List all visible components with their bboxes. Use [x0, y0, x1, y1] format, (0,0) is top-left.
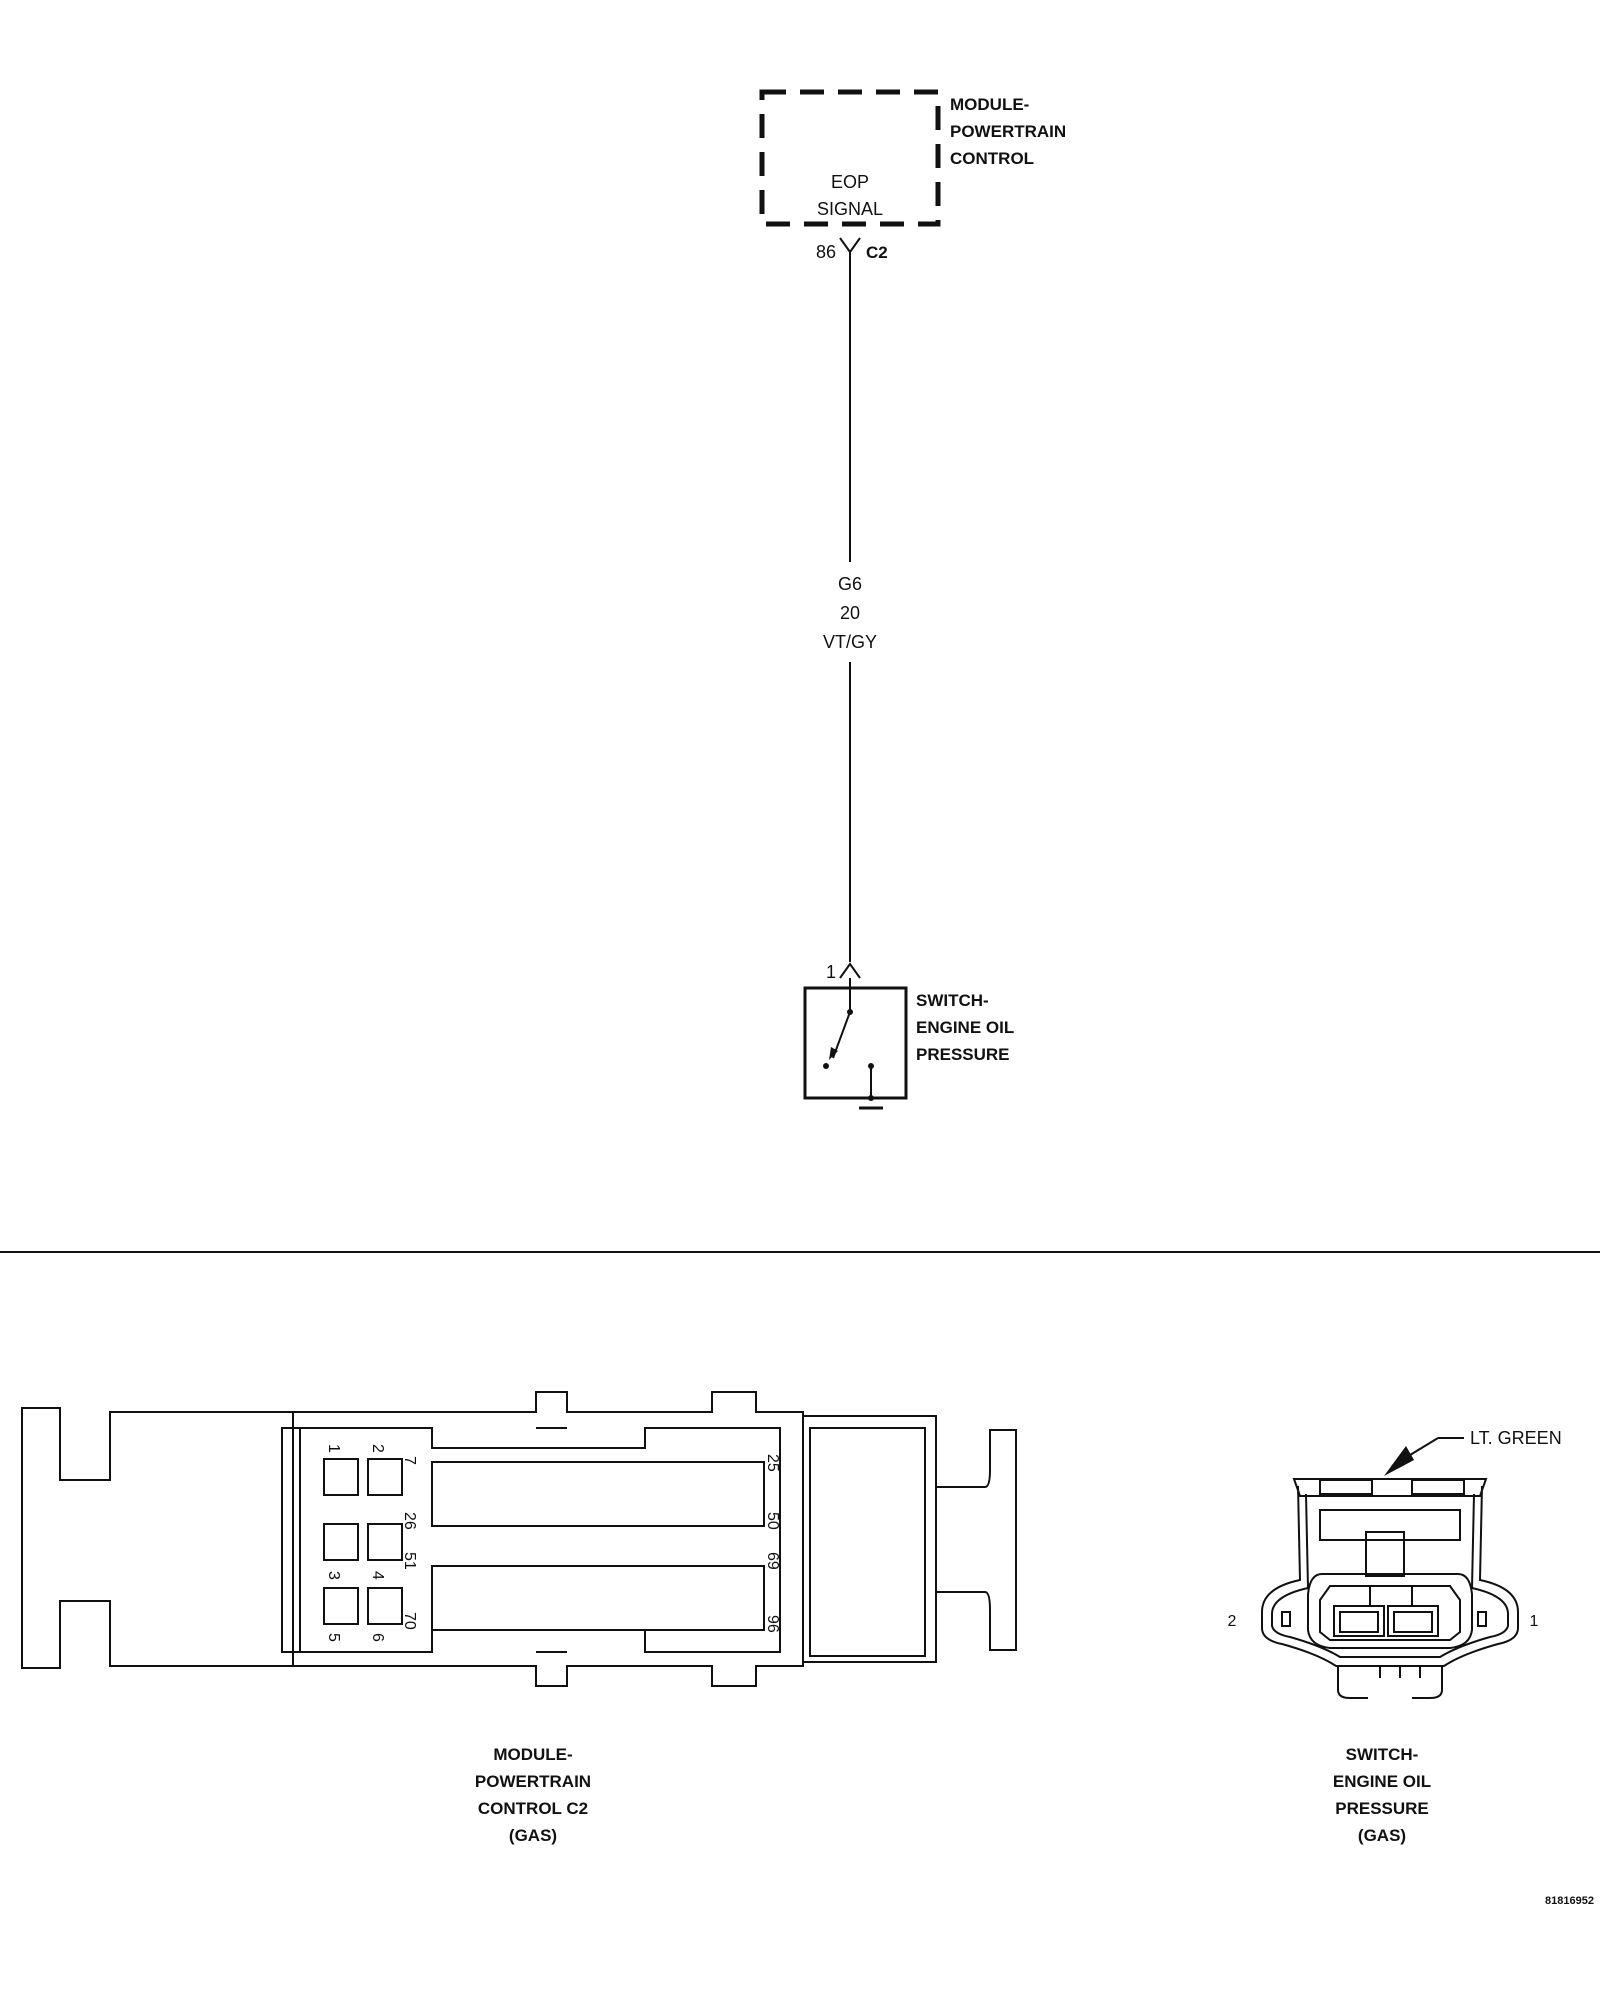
- oil-switch-terminal-1-inner: [1393, 1611, 1433, 1633]
- switch-blade-arrow: [829, 1047, 838, 1060]
- oil-switch-outer-body-inner: [1271, 1493, 1509, 1658]
- oil-switch-top-window-1: [1319, 1479, 1373, 1495]
- switch-contact-left: [823, 1063, 829, 1069]
- switch-ground-splice: [868, 1095, 874, 1101]
- pcm-connector-id: C2: [866, 243, 888, 262]
- oil-switch-connector-view: [1261, 1437, 1519, 1699]
- pcm-c2-connector-view: [21, 1391, 1017, 1687]
- cavity-label-2: 2: [369, 1444, 386, 1453]
- pcm-c2-cavity-frame: [281, 1427, 781, 1653]
- oil-switch-caption-line-2: ENGINE OIL: [1333, 1772, 1431, 1791]
- oil-switch-cavity-housing: [1319, 1585, 1461, 1641]
- pcm-c2-cavity-5: [323, 1587, 359, 1625]
- cavity-label-26: 26: [401, 1512, 418, 1530]
- figure-number: 81816952: [1545, 1895, 1594, 1907]
- oil-switch-top-window-2: [1411, 1479, 1465, 1495]
- pcm-c2-cavity-6: [367, 1587, 403, 1625]
- pcm-c2-cavity-block-lower: [431, 1565, 765, 1631]
- switch-name-line-1: SWITCH-: [916, 991, 989, 1010]
- pcm-function-line-1: EOP: [831, 172, 869, 192]
- cavity-label-6: 6: [369, 1633, 386, 1642]
- oil-switch-pin-right-label: 1: [1530, 1613, 1539, 1630]
- switch-connector-terminal: [839, 962, 861, 979]
- pcm-c2-frame-edge: [281, 1427, 301, 1653]
- cavity-label-3: 3: [325, 1571, 342, 1580]
- switch-name-line-2: ENGINE OIL: [916, 1018, 1014, 1037]
- oil-switch-left-clip: [1281, 1611, 1291, 1627]
- oil-switch-caption-line-4: (GAS): [1358, 1826, 1406, 1845]
- pcm-c2-right-latch: [936, 1429, 1017, 1651]
- pcm-function-line-2: SIGNAL: [817, 199, 883, 219]
- oil-switch-lock-ramp: [1365, 1531, 1405, 1577]
- pcm-c2-caption-line-3: CONTROL C2: [478, 1799, 588, 1818]
- switch-name-line-3: PRESSURE: [916, 1045, 1010, 1064]
- wire-gauge-label: 20: [840, 603, 860, 623]
- oil-switch-bottom-foot-right: [1412, 1666, 1443, 1699]
- oil-switch-terminal-2: [1333, 1605, 1385, 1637]
- wire-circuit-label: G6: [838, 574, 862, 594]
- cavity-label-51: 51: [401, 1552, 418, 1570]
- pcm-c2-left-latch: [21, 1407, 294, 1669]
- pcm-c2-cavity-labels: 1 2 7 26 51 4 3 70 5 6 25 50 69 96: [325, 1444, 781, 1642]
- cavity-label-69: 69: [764, 1552, 781, 1570]
- oil-switch-right-clip: [1477, 1611, 1487, 1627]
- cavity-label-25: 25: [764, 1454, 781, 1472]
- cavity-label-4: 4: [369, 1571, 386, 1580]
- cavity-label-96: 96: [764, 1615, 781, 1633]
- pcm-connector-terminal: [839, 237, 861, 254]
- cavity-label-7: 7: [401, 1456, 418, 1465]
- wire-color-label: VT/GY: [823, 632, 877, 652]
- pcm-c2-cavity-3: [323, 1523, 359, 1561]
- pcm-module-box: [759, 89, 941, 227]
- oil-switch-caption-line-3: PRESSURE: [1335, 1799, 1429, 1818]
- oil-switch-caption-line-1: SWITCH-: [1346, 1745, 1419, 1764]
- pcm-c2-cavity-1: [323, 1458, 359, 1496]
- oil-switch-inner-shroud: [1319, 1509, 1461, 1541]
- cavity-label-70: 70: [401, 1612, 418, 1630]
- pcm-c2-caption-line-1: MODULE-: [493, 1745, 572, 1764]
- pcm-c2-right-section: [802, 1415, 937, 1663]
- schematic: MODULE- POWERTRAIN CONTROL EOP SIGNAL 86…: [759, 89, 1066, 1110]
- pcm-c2-caption-line-2: POWERTRAIN: [475, 1772, 591, 1791]
- pcm-c2-right-inner: [809, 1427, 926, 1657]
- color-callout-arrow: [1384, 1446, 1414, 1476]
- oil-switch-bottom-foot-left: [1337, 1666, 1368, 1699]
- cavity-label-5: 5: [325, 1633, 342, 1642]
- pcm-c2-caption-line-4: (GAS): [509, 1826, 557, 1845]
- pcm-c2-cavity-4: [367, 1523, 403, 1561]
- cavity-label-1: 1: [325, 1444, 342, 1453]
- switch-box: [803, 986, 908, 1100]
- pcm-connector-pin: 86: [816, 242, 836, 262]
- oil-switch-cavity-shell: [1307, 1573, 1473, 1649]
- oil-pressure-switch-symbol: [803, 978, 908, 1110]
- pcm-name-line-1: MODULE-: [950, 95, 1029, 114]
- pcm-c2-cavity-2: [367, 1458, 403, 1496]
- pcm-c2-cavity-block-upper: [431, 1461, 765, 1527]
- oil-switch-terminal-2-inner: [1339, 1611, 1379, 1633]
- color-callout-label: LT. GREEN: [1470, 1428, 1562, 1448]
- pcm-name-line-3: CONTROL: [950, 149, 1034, 168]
- cavity-label-50: 50: [764, 1512, 781, 1530]
- oil-switch-pin-left-label: 2: [1228, 1613, 1237, 1630]
- pcm-name-line-2: POWERTRAIN: [950, 122, 1066, 141]
- pcm-c2-body: [292, 1391, 804, 1687]
- oil-switch-outer-body: [1261, 1485, 1519, 1667]
- switch-connector-pin: 1: [826, 962, 836, 982]
